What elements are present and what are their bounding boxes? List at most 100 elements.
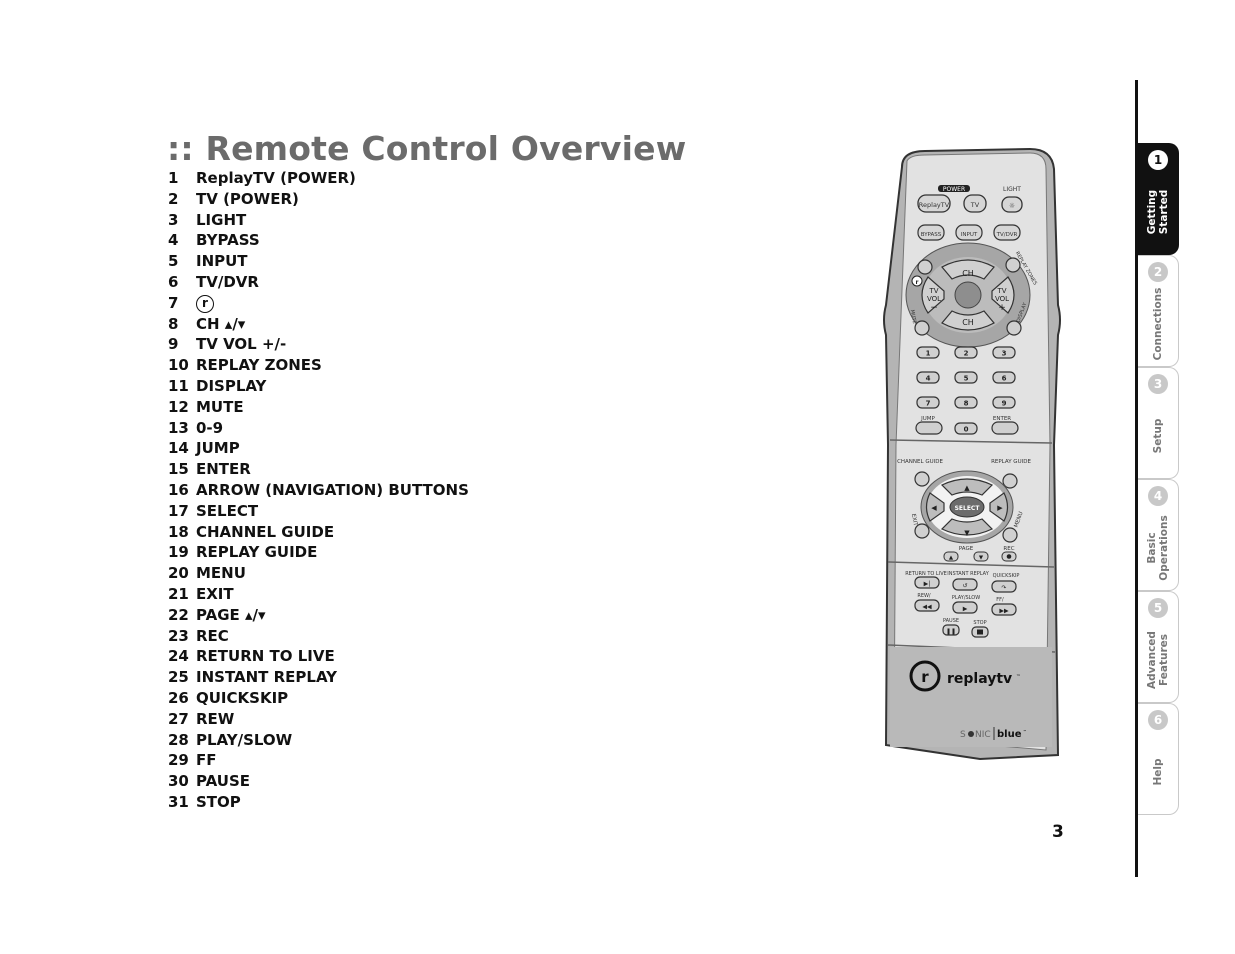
- chapter-tab-label: Connections: [1152, 287, 1164, 361]
- svg-text:▶|: ▶|: [924, 581, 931, 588]
- svg-text:▶▶: ▶▶: [999, 608, 1009, 615]
- svg-text:JUMP: JUMP: [920, 416, 935, 422]
- item-number: 8: [168, 314, 179, 333]
- item-label: SELECT: [196, 501, 259, 520]
- item-label: REW: [196, 709, 235, 728]
- svg-text:blue: blue: [997, 729, 1022, 740]
- item-label: 0-9: [196, 418, 224, 437]
- sidebar-divider: [1135, 80, 1138, 877]
- svg-text:8: 8: [964, 400, 969, 408]
- item-label: JUMP: [196, 439, 240, 458]
- svg-text:MENU: MENU: [1013, 511, 1024, 528]
- svg-text:+: +: [998, 303, 1006, 313]
- chapter-number-icon: 2: [1148, 262, 1168, 282]
- svg-text:−: −: [930, 303, 938, 313]
- svg-text:QUICKSKIP: QUICKSKIP: [993, 573, 1020, 579]
- item-number: 4: [168, 231, 179, 250]
- svg-text:↺: ↺: [962, 583, 967, 590]
- svg-text:↷: ↷: [1001, 585, 1006, 592]
- item-number: 12: [168, 397, 189, 416]
- svg-text:▶: ▶: [963, 606, 968, 613]
- svg-text:TV: TV: [928, 287, 938, 295]
- svg-text:™: ™: [1023, 729, 1027, 734]
- chapter-tab-label: Getting Started: [1146, 189, 1170, 235]
- svg-text:TV/DVR: TV/DVR: [996, 232, 1018, 238]
- svg-text:™: ™: [1016, 674, 1021, 680]
- svg-text:3: 3: [1002, 350, 1007, 358]
- list-item: 16 ARROW (NAVIGATION) BUTTONS: [168, 480, 469, 501]
- item-number: 7: [168, 293, 179, 312]
- item-label: ARROW (NAVIGATION) BUTTONS: [196, 480, 469, 499]
- item-label: PAGE ▴/▾: [196, 605, 266, 624]
- item-label: RETURN TO LIVE: [196, 647, 335, 666]
- svg-text:TV: TV: [970, 201, 980, 209]
- item-number: 23: [168, 626, 189, 645]
- svg-text:1: 1: [926, 350, 931, 358]
- chapter-tab-label: Setup: [1152, 418, 1164, 454]
- item-label: REC: [196, 626, 229, 645]
- item-label: ReplayTV (POWER): [196, 169, 356, 187]
- item-label: REPLAY GUIDE: [196, 543, 318, 562]
- r-logo-icon: r: [196, 295, 214, 314]
- svg-text:INSTANT REPLAY: INSTANT REPLAY: [947, 571, 989, 577]
- item-icon-wrapper: r: [196, 293, 214, 314]
- svg-text:REW/: REW/: [917, 593, 931, 599]
- item-label: CHANNEL GUIDE: [196, 522, 335, 541]
- item-label: STOP: [196, 792, 241, 811]
- list-item: 9 TV VOL +/-: [168, 334, 469, 355]
- item-number: 16: [168, 480, 189, 499]
- svg-text:4: 4: [926, 375, 931, 383]
- item-number: 5: [168, 252, 179, 271]
- item-number: 25: [168, 668, 189, 687]
- item-number: 27: [168, 709, 189, 728]
- item-number: 9: [168, 335, 179, 354]
- svg-text:VOL: VOL: [927, 295, 941, 303]
- remote-control-illustration: POWER LIGHT ReplayTV TV ☼ BYPASS INPUT T…: [883, 147, 1061, 761]
- svg-text:REC: REC: [1003, 546, 1014, 552]
- svg-text:CH: CH: [962, 318, 974, 327]
- chapter-tab-label: Help: [1152, 758, 1164, 786]
- svg-text:▼: ▼: [979, 555, 984, 561]
- item-label: MENU: [196, 564, 246, 583]
- item-label: INPUT: [196, 252, 248, 271]
- item-number: 31: [168, 792, 189, 811]
- item-number: 24: [168, 647, 189, 666]
- svg-text:CH: CH: [962, 269, 974, 278]
- list-item: 31 STOP: [168, 792, 469, 813]
- svg-text:7: 7: [926, 400, 931, 408]
- item-label: ENTER: [196, 460, 251, 479]
- svg-text:MUTE: MUTE: [909, 309, 917, 324]
- svg-text:FF/: FF/: [996, 597, 1004, 603]
- item-label: TV (POWER): [196, 189, 299, 208]
- digit-8-button: 8: [954, 396, 978, 409]
- svg-text:ReplayTV: ReplayTV: [919, 201, 950, 209]
- svg-text:▲: ▲: [949, 555, 954, 561]
- item-label: EXIT: [196, 584, 234, 603]
- svg-text:NIC: NIC: [975, 730, 991, 740]
- chapter-number-icon: 4: [1148, 486, 1168, 506]
- svg-text:RETURN TO LIVE: RETURN TO LIVE: [905, 571, 947, 577]
- item-label: TV VOL +/-: [196, 335, 287, 354]
- item-number: 29: [168, 751, 189, 770]
- list-item: 23 REC: [168, 626, 469, 647]
